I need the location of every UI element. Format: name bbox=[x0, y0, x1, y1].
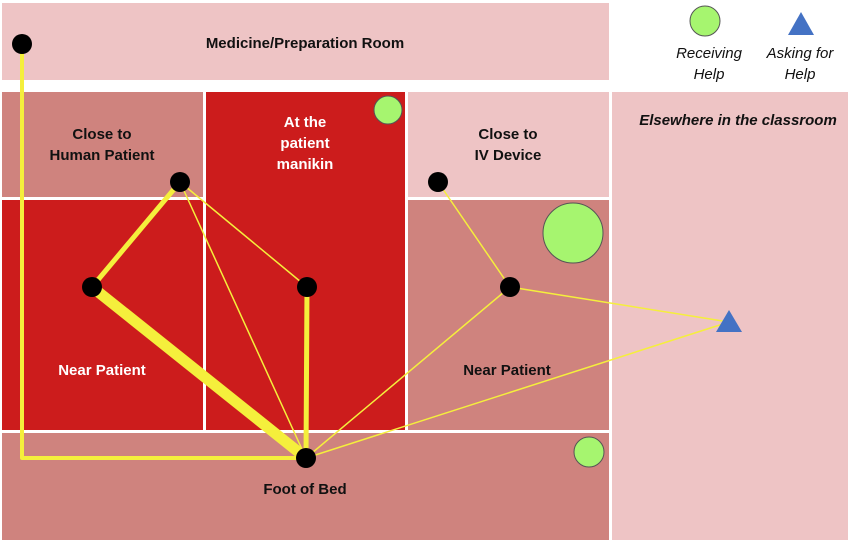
label-manikin-line1: At the bbox=[284, 114, 327, 131]
zone-near-patient-left bbox=[2, 200, 203, 430]
legend-receiving-help-icon bbox=[689, 5, 721, 37]
node-close-human-patient bbox=[170, 172, 190, 192]
path-near-right-to-foot bbox=[305, 286, 511, 459]
path-medicine-to-foot bbox=[20, 42, 308, 460]
zone-medicine-room bbox=[2, 3, 609, 80]
label-foot-of-bed: Foot of Bed bbox=[263, 481, 346, 498]
path-close-human-to-manikin bbox=[179, 181, 308, 288]
path-close-human-to-foot bbox=[179, 181, 307, 459]
label-manikin-line2: patient bbox=[280, 135, 329, 152]
label-close-human-line1: Close to bbox=[72, 126, 131, 143]
node-near-patient-left bbox=[82, 277, 102, 297]
legend-receiving-line2: Help bbox=[694, 66, 725, 83]
legend-receiving-line1: Receiving bbox=[676, 45, 743, 62]
legend-asking-help-icon bbox=[788, 12, 814, 35]
receiving-help-markers bbox=[373, 95, 605, 468]
path-near-left-to-foot bbox=[86, 281, 312, 464]
path-close-iv-to-near-right bbox=[437, 181, 511, 288]
receiving-help-foot-of-bed bbox=[573, 436, 605, 468]
label-close-iv-line2: IV Device bbox=[475, 147, 542, 164]
path-manikin-to-foot bbox=[303, 284, 310, 461]
label-close-human-line2: Human Patient bbox=[49, 147, 154, 164]
label-close-iv-line1: Close to bbox=[478, 126, 537, 143]
label-elsewhere: Elsewhere in the classroom bbox=[639, 112, 837, 129]
legend-asking-line2: Help bbox=[785, 66, 816, 83]
zone-close-human-patient bbox=[2, 92, 203, 197]
path-near-left-to-close-human bbox=[89, 179, 183, 290]
node-manikin bbox=[297, 277, 317, 297]
movement-paths bbox=[20, 42, 730, 464]
label-near-patient-right: Near Patient bbox=[463, 362, 551, 379]
node-close-iv-device bbox=[428, 172, 448, 192]
legend: Receiving Help Asking for Help bbox=[676, 5, 835, 83]
label-near-patient-left: Near Patient bbox=[58, 362, 146, 379]
node-near-patient-right bbox=[500, 277, 520, 297]
label-medicine-room: Medicine/Preparation Room bbox=[206, 35, 404, 52]
asking-help-elsewhere bbox=[716, 310, 742, 332]
path-near-right-to-elsewhere bbox=[509, 286, 730, 323]
node-foot-of-bed bbox=[296, 448, 316, 468]
receiving-help-near-patient-right bbox=[542, 202, 604, 264]
receiving-help-manikin bbox=[373, 95, 403, 125]
node-medicine-room bbox=[12, 34, 32, 54]
legend-asking-line1: Asking for bbox=[766, 45, 835, 62]
location-nodes bbox=[12, 34, 520, 468]
path-elsewhere-to-foot bbox=[305, 321, 730, 459]
label-manikin-line3: manikin bbox=[277, 156, 334, 173]
